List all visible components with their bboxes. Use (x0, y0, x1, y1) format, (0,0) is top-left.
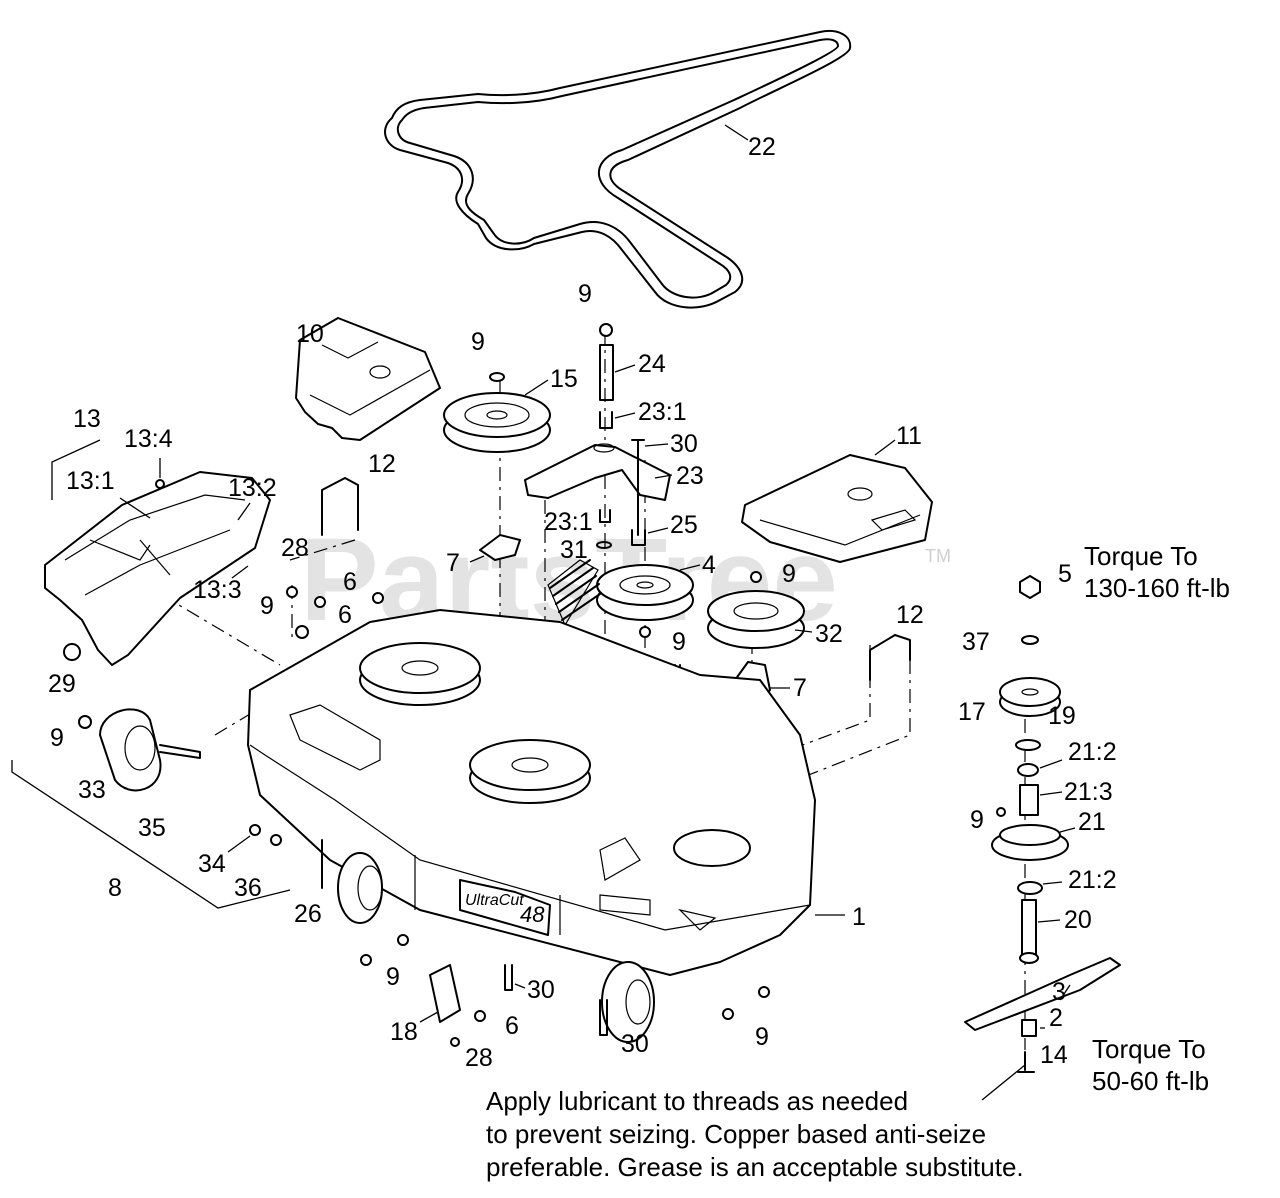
callout-4: 4 (702, 551, 716, 579)
callout-13-3: 13:3 (193, 576, 242, 604)
callout-9-b: 9 (782, 560, 796, 588)
callout-6-top: 6 (343, 568, 357, 596)
deck-wheels: 26 9 30 30 9 (294, 839, 770, 1058)
callout-35: 35 (138, 814, 166, 842)
callout-21-3: 21:3 (1064, 778, 1113, 806)
callout-20: 20 (1064, 906, 1092, 934)
callout-9-e: 9 (50, 724, 64, 752)
callout-9-a: 9 (471, 328, 485, 356)
callout-2: 2 (1049, 1004, 1063, 1032)
callout-23-1-mid: 23:1 (544, 508, 593, 536)
callout-28-top: 28 (281, 534, 309, 562)
callout-9-f: 9 (970, 806, 984, 834)
callout-23-1-top: 23:1 (638, 398, 687, 426)
idler-arm: 23 9 24 23:1 30 23:1 25 31 (524, 280, 704, 564)
callout-25: 25 (670, 511, 698, 539)
deck-decal-brand: UltraCut (465, 892, 524, 909)
callout-29: 29 (48, 670, 76, 698)
torque-bottom-line1: Torque To (1092, 1034, 1206, 1064)
callout-9-h: 9 (755, 1023, 769, 1051)
callout-13-4: 13:4 (124, 425, 173, 453)
pulley-4: 4 9 (596, 551, 716, 656)
hardware-front: 28 6 6 9 (260, 534, 384, 639)
front-cover-assembly: 13 13:4 13:1 13:2 13:3 29 (44, 405, 277, 698)
callout-21: 21 (1078, 808, 1106, 836)
callout-31: 31 (560, 536, 588, 564)
lubricant-note: Apply lubricant to threads as needed to … (486, 1086, 1024, 1182)
pulley-32: 9 32 (707, 560, 843, 649)
torque-top-line1: Torque To (1084, 541, 1198, 571)
callout-11: 11 (896, 422, 922, 450)
j-bolt-right: 12 (869, 601, 924, 681)
callout-30-top: 30 (670, 430, 698, 458)
belt-cover-left: 10 (295, 317, 441, 441)
drive-belt: 22 (384, 30, 852, 309)
idler-pulley-15: 9 15 (443, 328, 578, 453)
gauge-wheel-assembly: 9 33 35 34 36 8 (11, 708, 291, 909)
callout-8: 8 (108, 874, 122, 902)
callout-32: 32 (815, 620, 843, 648)
callout-9-g: 9 (386, 963, 400, 991)
callout-30-mid: 30 (527, 976, 555, 1004)
lubricant-note-line3: preferable. Grease is an acceptable subs… (486, 1152, 1024, 1182)
callout-23: 23 (676, 462, 704, 490)
torque-bottom-line2: 50-60 ft-lb (1092, 1066, 1209, 1096)
spindle-assembly: 5 Torque To 130-160 ft-lb 37 17 19 21:2 … (958, 541, 1230, 1101)
callout-9-c: 9 (260, 592, 274, 620)
bracket-18: 18 6 28 (390, 964, 519, 1072)
callout-7-right: 7 (793, 674, 807, 702)
callout-33: 33 (78, 776, 106, 804)
callout-9-top: 9 (578, 280, 592, 308)
cone-left: 7 (446, 534, 521, 577)
callout-12-right: 12 (896, 601, 924, 629)
torque-top-line2: 130-160 ft-lb (1084, 573, 1230, 603)
belt-cover-right: 11 (741, 422, 933, 563)
callout-15: 15 (550, 365, 578, 393)
callout-37: 37 (962, 628, 990, 656)
callout-10: 10 (296, 320, 324, 348)
callout-5: 5 (1058, 560, 1072, 588)
callout-14: 14 (1040, 1041, 1068, 1069)
callout-7-left: 7 (446, 549, 460, 577)
callout-13: 13 (73, 405, 101, 433)
callout-3: 3 (1052, 978, 1066, 1006)
lubricant-note-line1: Apply lubricant to threads as needed (486, 1086, 908, 1116)
callout-34: 34 (198, 850, 226, 878)
callout-24: 24 (638, 350, 666, 378)
callout-6-bot: 6 (505, 1012, 519, 1040)
callout-21-2-top: 21:2 (1068, 738, 1117, 766)
callout-30-bot: 30 (621, 1030, 649, 1058)
callout-9-d: 9 (672, 628, 686, 656)
callout-1: 1 (852, 903, 866, 931)
lubricant-note-line2: to prevent seizing. Copper based anti-se… (486, 1119, 986, 1149)
watermark-trademark: TM (925, 546, 951, 566)
callout-13-2: 13:2 (228, 474, 277, 502)
callout-28-bot: 28 (465, 1044, 493, 1072)
callout-19: 19 (1048, 702, 1076, 730)
callout-17: 17 (958, 698, 986, 726)
callout-26: 26 (294, 900, 322, 928)
deck-decal-size: 48 (520, 902, 545, 927)
callout-22: 22 (748, 133, 776, 161)
callout-12-left: 12 (368, 450, 396, 478)
mower-deck: UltraCut 48 1 (247, 609, 866, 976)
callout-13-1: 13:1 (66, 467, 115, 495)
callout-36: 36 (234, 874, 262, 902)
callout-21-2-bot: 21:2 (1068, 866, 1117, 894)
callout-18: 18 (390, 1018, 418, 1046)
j-bolt-left: 12 (321, 450, 396, 536)
callout-6-mid: 6 (338, 601, 352, 629)
